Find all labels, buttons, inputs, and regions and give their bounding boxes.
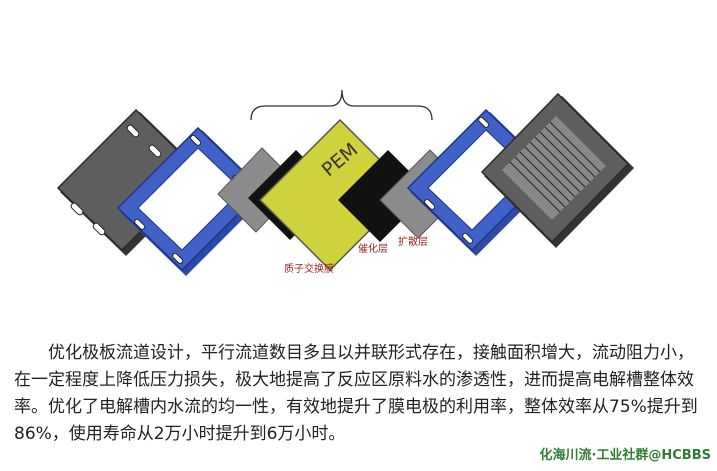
proton-exchange-membrane-label: 质子交换膜 [284,262,334,275]
catalyst-layer-label: 催化层 [358,242,388,255]
watermark: 化海川流·工业社群@HCBBS [539,448,711,463]
mea-bracket [250,89,433,121]
pem-membrane: PEM [258,118,412,272]
flow-channel-area [502,116,606,220]
electrolyzer-stack-diagram: PEM 催化层 扩散层 [56,89,634,276]
diffusion-layer-label: 扩散层 [398,235,428,248]
description-paragraph: 优化极板流道设计，平行流道数目多且以并联形式存在，接触面积增大，流动阻力小，在一… [14,343,698,444]
right-end-plate [480,92,634,248]
end-plate-holes [70,124,162,236]
left-flow-plate [116,126,268,276]
